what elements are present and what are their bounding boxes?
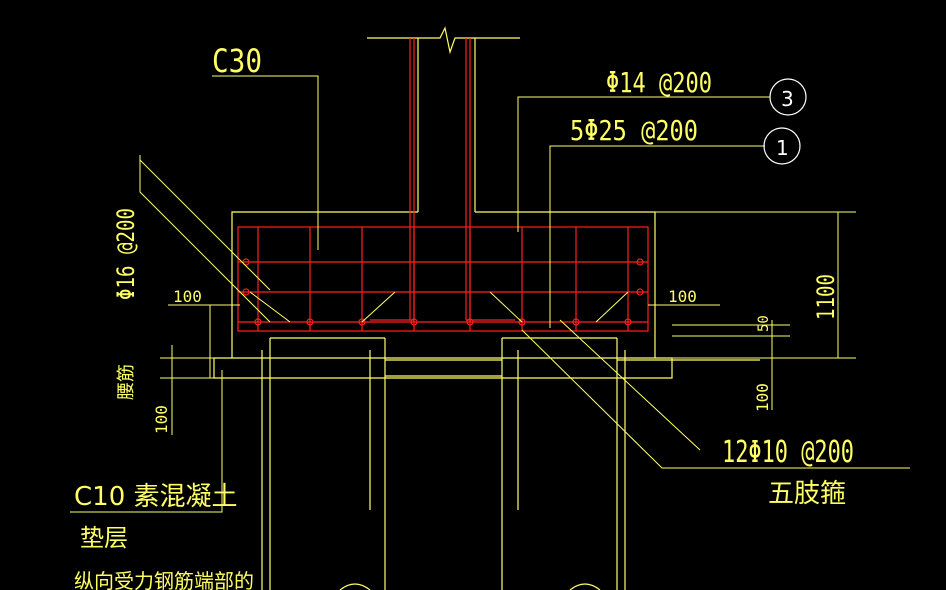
bedding-grade-label: C10 素混凝土 <box>74 482 238 512</box>
waist-bar-label: 腰筋 <box>116 364 137 400</box>
rebar-dot <box>466 318 474 326</box>
dim-height-label: 1100 <box>812 274 840 320</box>
dim-cover-left-label: 100 <box>173 287 202 306</box>
rebar-group <box>237 38 649 332</box>
rebar-dot <box>624 318 632 326</box>
leader-side-bar <box>139 155 271 323</box>
rebar-dot <box>518 318 526 326</box>
pile-right-arc <box>569 583 601 590</box>
rebar-dot <box>636 288 644 296</box>
leader-stirrup-2 <box>559 319 701 451</box>
bottom-bar-spec-label: 5Φ25 @200 <box>570 114 698 147</box>
rebar-dot <box>636 258 644 266</box>
pile-left-arc <box>339 583 371 590</box>
leader-stirrup <box>521 329 910 469</box>
leader-lines <box>70 75 910 513</box>
dim-cover-right-label: 100 <box>668 287 697 306</box>
rebar-dot <box>358 318 366 326</box>
dim-100-lower-left-label: 100 <box>152 405 171 434</box>
top-bar-mark: 3 <box>781 87 794 111</box>
rebar-dot <box>572 318 580 326</box>
hook-left-2 <box>361 291 396 323</box>
bedding-outline <box>213 357 673 379</box>
rebar-dot <box>242 258 250 266</box>
hook-left-1 <box>249 291 291 323</box>
stirrup-spec-label: 12Φ10 @200 <box>722 435 854 470</box>
top-bar-spec-label: Φ14 @200 <box>606 66 712 99</box>
leader-c30 <box>212 75 319 250</box>
dim-100-lower-right-label: 100 <box>753 383 772 412</box>
hook-right-1 <box>489 291 523 323</box>
note-text: 纵向受力钢筋端部的 <box>74 569 254 590</box>
dimension-lines <box>160 211 856 435</box>
marker-circle-3 <box>769 78 807 116</box>
side-bar-spec-label: Φ16 @200 <box>112 208 140 300</box>
leader-bedding <box>70 370 223 513</box>
dim-50-label: 50 <box>756 315 772 332</box>
marker-circles <box>763 78 807 165</box>
rebar-cage-outline <box>237 226 649 332</box>
bottom-bar-mark: 1 <box>776 136 789 160</box>
concrete-outline <box>213 26 760 590</box>
leader-side-bar-2 <box>139 159 271 291</box>
rebar-dot <box>410 318 418 326</box>
column-left-edge <box>367 26 520 55</box>
bedding-label: 垫层 <box>80 524 128 552</box>
concrete-grade-label: C30 <box>212 42 262 80</box>
stirrup-type-label: 五肢箍 <box>768 479 846 509</box>
hook-right-2 <box>595 291 629 323</box>
leader-bottom-bar <box>549 145 765 328</box>
rebar-dot <box>306 318 314 326</box>
cap-outline <box>231 211 656 359</box>
marker-circle-1 <box>763 127 801 165</box>
rebar-dot <box>242 288 250 296</box>
rebar-dot <box>254 318 262 326</box>
leader-top-bar <box>517 96 770 232</box>
